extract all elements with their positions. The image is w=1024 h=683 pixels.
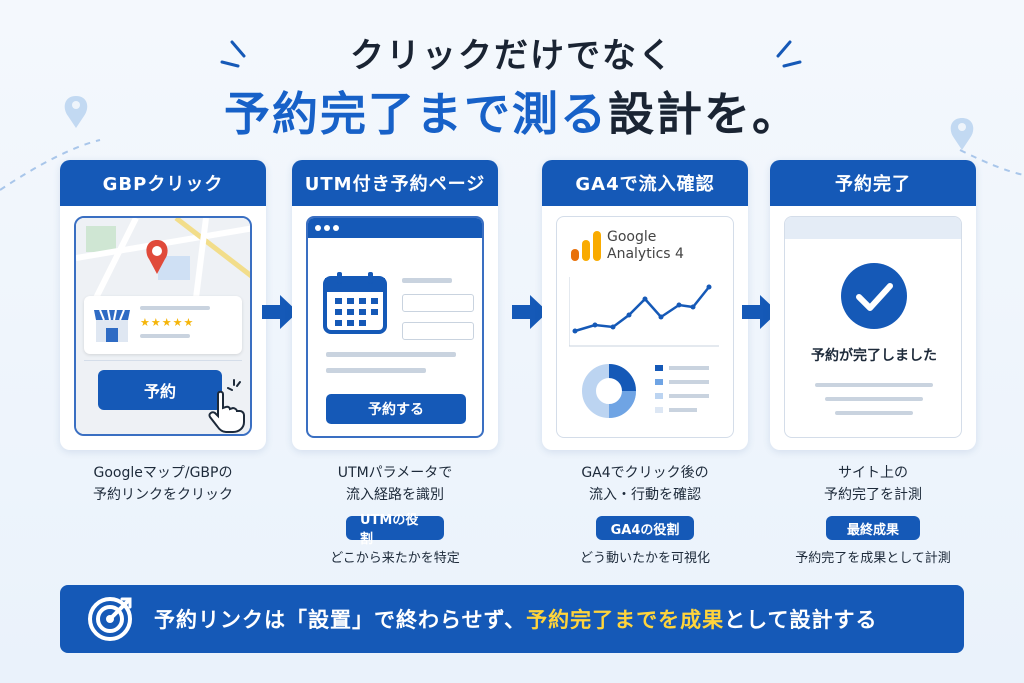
rating-stars: ★★★★★	[140, 316, 195, 329]
step-caption: Googleマップ/GBPの予約リンクをクリック	[93, 465, 233, 503]
analytics-panel: Google Analytics 4	[556, 216, 734, 438]
reserve-button[interactable]: 予約	[98, 370, 222, 410]
pointer-hand-icon	[208, 390, 245, 433]
map-panel: ★★★★★ 予約	[74, 216, 252, 436]
role-description: どこから来たかを特定	[330, 551, 460, 566]
right-arrow-icon	[262, 295, 298, 329]
calendar-icon	[323, 272, 387, 334]
map-pin-icon	[146, 240, 168, 274]
summary-text: 予約リンクは「設置」で終わらせず、予約完了までを成果として設計する	[154, 608, 878, 632]
confirmation-panel: 予約が完了しました	[784, 216, 962, 438]
title-suffix: 設計を。	[608, 87, 800, 141]
business-listing: ★★★★★	[84, 296, 242, 354]
role-description: 予約完了を成果として計測	[795, 551, 951, 566]
right-arrow-icon	[742, 295, 778, 329]
step-header: 予約完了	[770, 160, 976, 206]
role-badge-final: 最終成果	[826, 516, 920, 540]
step-caption: サイト上の予約完了を計測	[824, 465, 922, 503]
line-chart-graphic	[569, 277, 719, 347]
role-badge-ga4: GA4の役割	[596, 516, 694, 540]
title-line-2: 予約完了まで測る設計を。	[0, 78, 1024, 144]
summary-banner: 予約リンクは「設置」で終わらせず、予約完了までを成果として設計する	[60, 585, 964, 653]
reserve-submit-button[interactable]: 予約する	[326, 394, 466, 424]
step-card-utm-page: UTM付き予約ページ 予約する	[292, 160, 498, 450]
step-header: GBPクリック	[60, 160, 266, 206]
role-badge-utm: UTMの役割	[346, 513, 444, 547]
browser-window: 予約する	[306, 216, 484, 438]
booking-complete-message: 予約が完了しました	[811, 348, 937, 364]
step-header: GA4で流入確認	[542, 160, 748, 206]
store-icon	[94, 309, 130, 342]
step-card-ga4: GA4で流入確認 Google Analytics 4	[542, 160, 748, 450]
step-card-gbp-click: GBPクリック	[60, 160, 266, 450]
donut-chart-graphic	[582, 364, 636, 418]
target-icon	[88, 597, 132, 641]
title-line-1: クリックだけでなく	[350, 36, 674, 76]
step-caption: UTMパラメータで流入経路を識別	[337, 465, 453, 503]
role-description: どう動いたかを可視化	[579, 551, 710, 566]
step-caption: GA4でクリック後の流入・行動を確認	[581, 465, 709, 503]
ga-product-name: Google Analytics 4	[607, 229, 684, 262]
ga-logo-icon	[571, 231, 601, 261]
right-arrow-icon	[512, 295, 548, 329]
title-highlight: 予約完了まで測る	[224, 87, 608, 141]
click-burst	[227, 379, 241, 391]
check-circle-icon	[841, 263, 907, 329]
step-card-booking-complete: 予約完了 予約が完了しました	[770, 160, 976, 450]
step-header: UTM付き予約ページ	[292, 160, 498, 206]
